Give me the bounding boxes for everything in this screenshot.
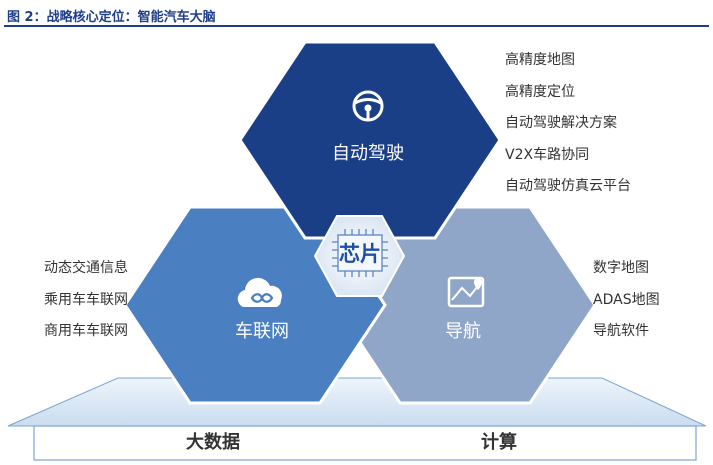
list-item: V2X车路协同 — [505, 146, 590, 163]
chip-label: 芯片 — [339, 242, 381, 266]
hexagon-autonomous-driving-label: 自动驾驶 — [332, 143, 404, 164]
chip: 芯片 — [313, 215, 406, 297]
hexagon-autonomous-driving-shape — [238, 40, 502, 240]
hexagon-connected-vehicles-label: 车联网 — [235, 321, 289, 342]
hexagon-autonomous-driving: 自动驾驶 — [238, 40, 502, 240]
list-item: 数字地图 — [593, 260, 649, 276]
list-item: 高精度定位 — [505, 83, 575, 100]
navigation-list: 数字地图 ADAS地图 导航软件 — [593, 258, 660, 353]
cloud-infinity-icon — [237, 277, 282, 307]
list-item: 导航软件 — [593, 323, 649, 339]
list-item: 动态交通信息 — [44, 260, 128, 276]
figure-title: 图 2：战略核心定位：智能汽车大脑 — [7, 10, 216, 25]
autonomous-driving-list: 高精度地图 高精度定位 自动驾驶解决方案 V2X车路协同 自动驾驶仿真云平台 — [505, 50, 631, 208]
list-item: 乘用车车联网 — [44, 291, 128, 308]
steering-wheel-icon — [352, 90, 384, 122]
list-item: 自动驾驶解决方案 — [505, 115, 617, 131]
computing-label: 计算 — [481, 432, 517, 453]
list-item: 自动驾驶仿真云平台 — [505, 178, 631, 194]
map-pin-icon — [447, 276, 485, 308]
connected-vehicles-list: 动态交通信息 乘用车车联网 商用车车联网 — [44, 258, 128, 353]
title-divider — [4, 25, 709, 27]
list-item: 高精度地图 — [505, 52, 575, 68]
list-item: ADAS地图 — [593, 291, 660, 308]
list-item: 商用车车联网 — [44, 323, 128, 339]
hexagon-navigation-label: 导航 — [445, 321, 481, 342]
base-platform — [7, 377, 707, 461]
chip-icon — [332, 229, 388, 277]
big-data-label: 大数据 — [186, 432, 240, 453]
